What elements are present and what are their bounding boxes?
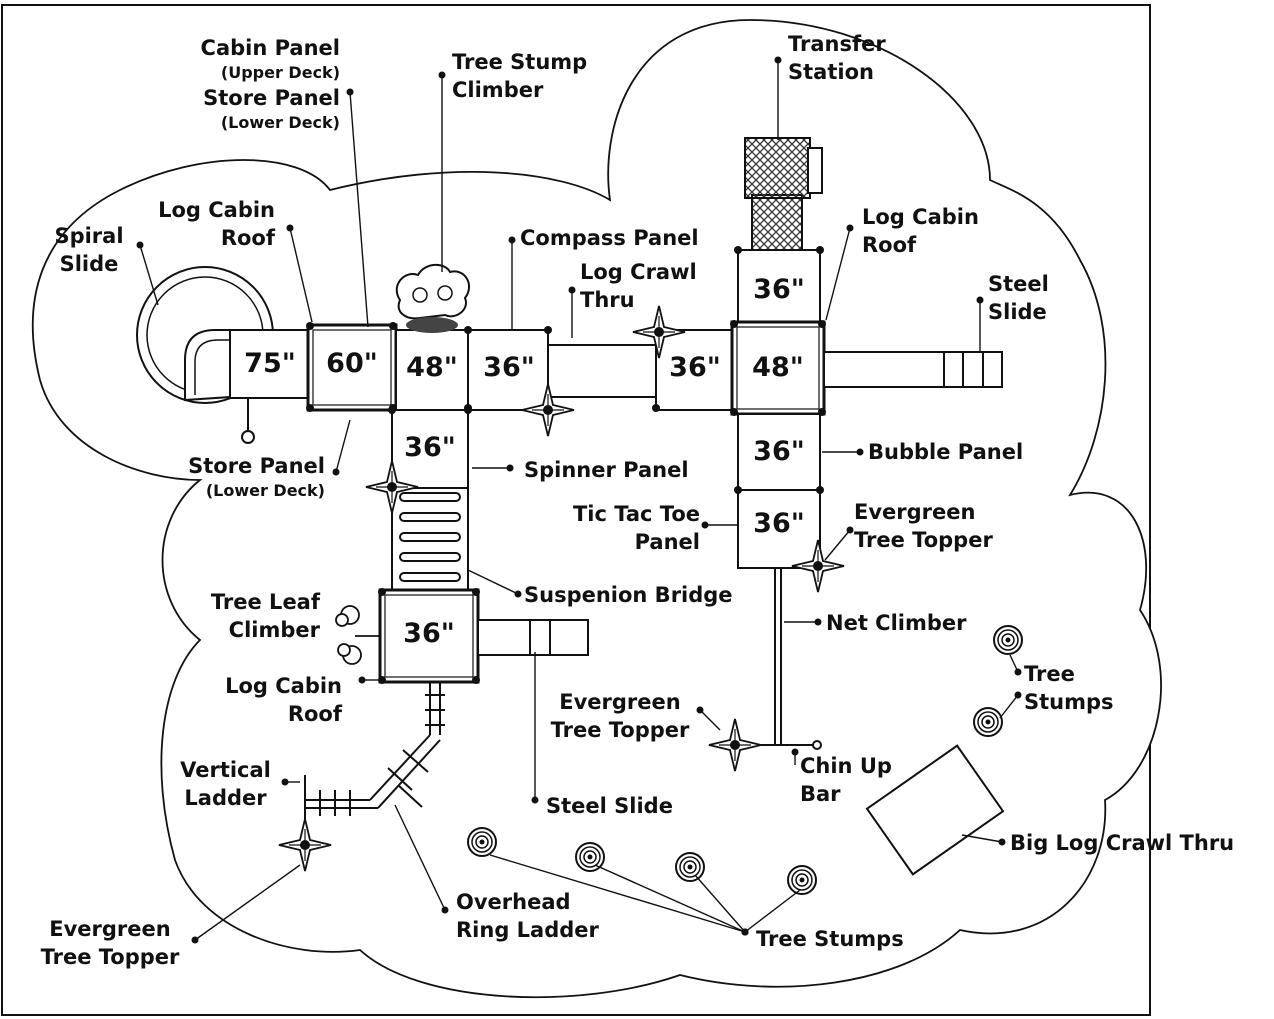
suspension-bridge-shape xyxy=(391,487,469,591)
deck-36b-label: 36" xyxy=(669,352,721,383)
label-steel-slide-bottom: Steel Slide xyxy=(546,794,673,818)
deck-36bubble-label: 36" xyxy=(753,436,805,467)
label-transfer-station: Transfer Station xyxy=(788,32,886,84)
label-evergreen-left: Evergreen Tree Topper xyxy=(40,917,180,969)
overhead-ring-ladder-shape xyxy=(304,682,445,825)
tree-leaf-climber-shape xyxy=(335,605,380,665)
deck-36a-label: 36" xyxy=(483,352,535,383)
label-log-cabin-roof-low: Log Cabin Roof xyxy=(225,674,342,726)
tree-stump-6 xyxy=(787,865,817,895)
deck-60-label: 60" xyxy=(326,348,378,379)
tree-stump-2 xyxy=(973,707,1003,737)
label-log-cabin-roof-left: Log Cabin Roof xyxy=(158,198,275,250)
tree-stump-5 xyxy=(675,852,705,882)
tree-stump-3 xyxy=(467,827,497,857)
label-steel-slide-right: Steel Slide xyxy=(988,272,1049,324)
deck-36spinner-label: 36" xyxy=(404,432,456,463)
deck-48a-label: 48" xyxy=(406,352,458,383)
label-big-log-crawl-thru: Big Log Crawl Thru xyxy=(1010,831,1235,855)
label-tree-stumps-right: Tree Stumps xyxy=(1024,662,1114,714)
deck-36lower-label: 36" xyxy=(403,618,455,649)
label-suspension-bridge: Suspenion Bridge xyxy=(524,583,733,607)
label-overhead-ring-ladder: Overhead Ring Ladder xyxy=(456,890,599,942)
deck-75-label: 75" xyxy=(244,348,296,379)
label-chin-up-bar: Chin Up Bar xyxy=(800,754,892,806)
play-area-outline xyxy=(31,19,1162,999)
deck-48b-label: 48" xyxy=(752,352,804,383)
label-bubble-panel: Bubble Panel xyxy=(868,440,1024,464)
deck-spinner xyxy=(391,409,469,489)
deck-row-upper xyxy=(229,323,733,412)
deck-36tictac-label: 36" xyxy=(753,508,805,539)
label-spinner-panel: Spinner Panel xyxy=(524,458,689,482)
label-tic-tac-toe: Tic Tac Toe Panel xyxy=(572,502,700,554)
deck-36top-label: 36" xyxy=(753,274,805,305)
label-store-panel-bottom: Store Panel (Lower Deck) xyxy=(188,454,325,500)
tree-stump-climber-shape xyxy=(395,263,470,333)
label-tree-stumps-bottom: Tree Stumps xyxy=(756,927,904,951)
label-tree-leaf-climber: Tree Leaf Climber xyxy=(210,590,320,642)
leader-lines xyxy=(136,56,1022,944)
label-spiral-slide: Spiral Slide xyxy=(54,224,124,276)
label-evergreen-right: Evergreen Tree Topper xyxy=(854,500,993,552)
steel-slide-right-shape xyxy=(823,351,1003,388)
steel-slide-lower-shape xyxy=(477,619,589,656)
tree-stump-1 xyxy=(993,625,1023,655)
label-compass-panel: Compass Panel xyxy=(520,226,699,250)
label-vertical-ladder: Vertical Ladder xyxy=(180,758,271,810)
frame xyxy=(1,4,1151,1016)
label-cabin-panel: Cabin Panel (Upper Deck) Store Panel (Lo… xyxy=(200,36,340,132)
big-log-crawl-thru-shape xyxy=(865,744,1005,876)
label-log-cabin-roof-right: Log Cabin Roof xyxy=(862,205,979,257)
label-net-climber: Net Climber xyxy=(826,611,967,635)
label-tree-stump-climber: Tree Stump Climber xyxy=(452,50,588,102)
label-log-crawl-thru: Log Crawl Thru xyxy=(580,260,697,312)
label-evergreen-mid: Evergreen Tree Topper xyxy=(550,690,690,742)
transfer-station-shape xyxy=(744,137,823,251)
